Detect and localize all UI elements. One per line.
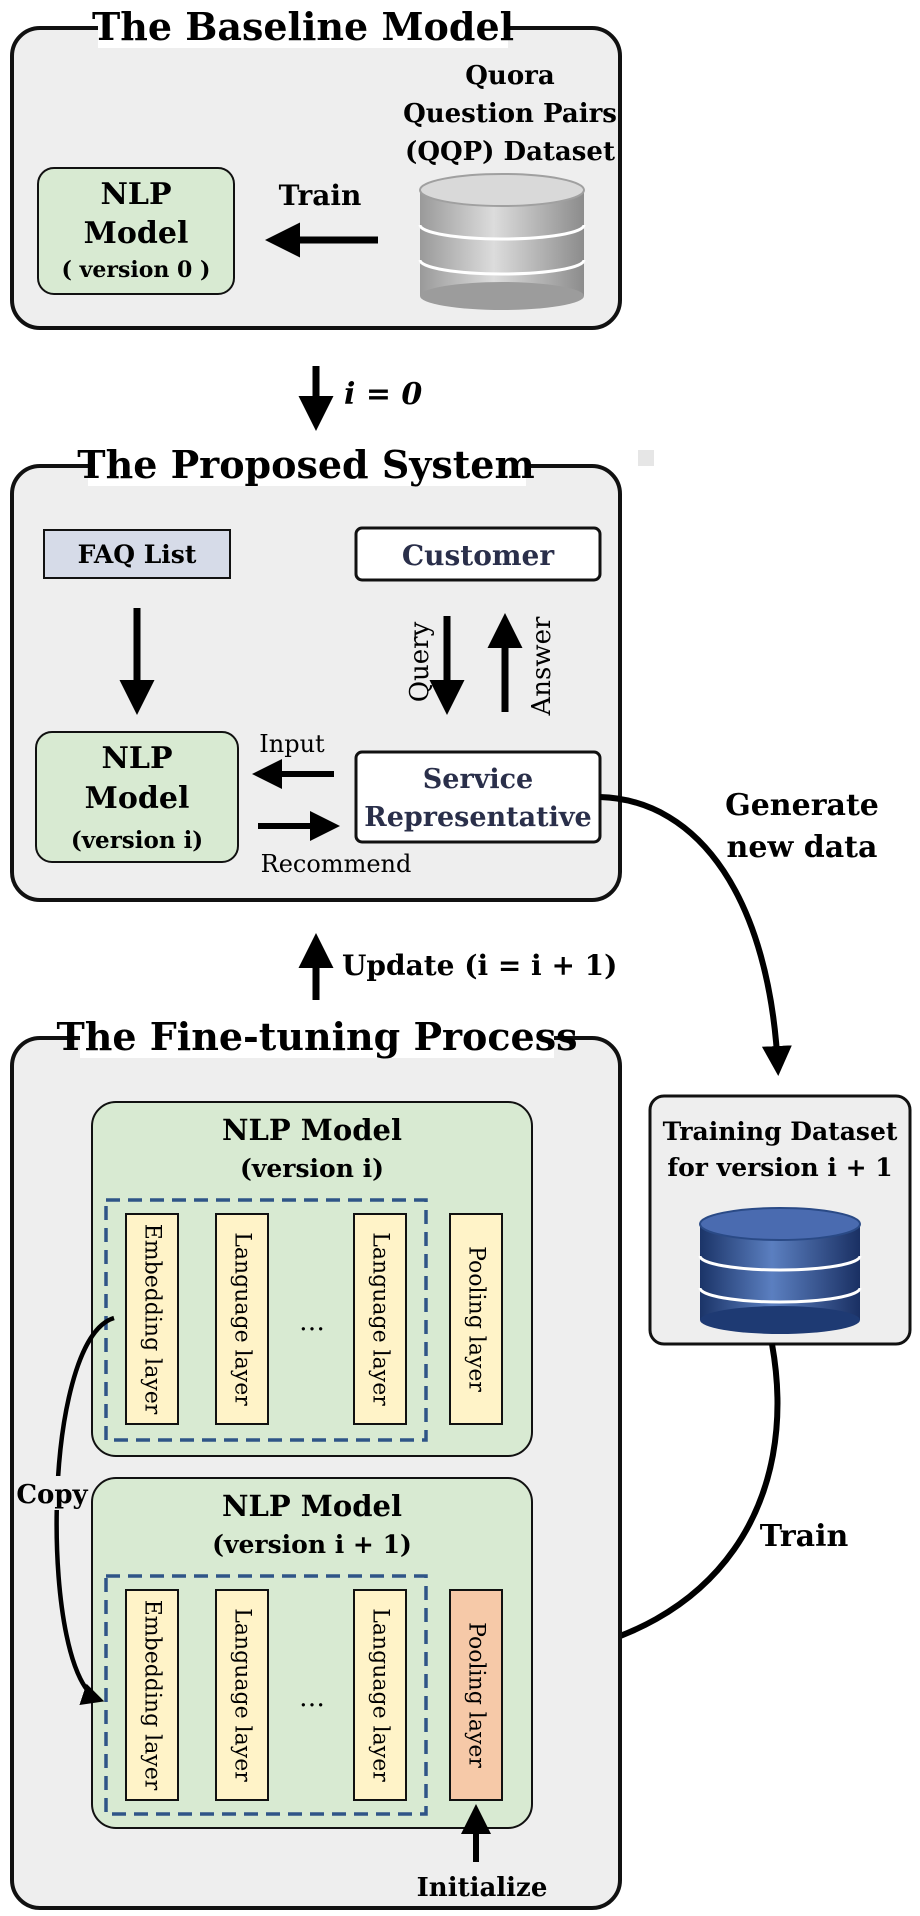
model-b-embedding-layer bbox=[125, 1589, 179, 1801]
qqp-database-icon bbox=[418, 173, 586, 310]
finetune-model-b bbox=[91, 1477, 533, 1829]
qqp-line2: Question Pairs bbox=[403, 99, 617, 129]
model-b-embedding-label: Embedding layer bbox=[140, 1600, 165, 1791]
answer-label: Answer bbox=[527, 616, 557, 717]
model-a-language-layer-2 bbox=[353, 1213, 407, 1425]
proposed-nlp-model-box bbox=[35, 731, 239, 863]
model-b-pooling-layer bbox=[449, 1589, 503, 1801]
init-arrow-label: i = 0 bbox=[344, 377, 422, 412]
copy-label-bg bbox=[16, 1476, 86, 1510]
finetune-model-a-version: (version i) bbox=[240, 1154, 384, 1183]
model-b-pooling-label: Pooling layer bbox=[464, 1622, 489, 1768]
decorative-square bbox=[638, 450, 654, 466]
finetune-model-a-title: NLP Model bbox=[222, 1113, 402, 1147]
baseline-model-line2: Model bbox=[84, 216, 189, 251]
baseline-train-label: Train bbox=[279, 179, 362, 212]
finetune-model-b-version: (version i + 1) bbox=[212, 1530, 412, 1559]
model-a-language-label-1: Language layer bbox=[230, 1232, 255, 1406]
model-a-pooling-label: Pooling layer bbox=[464, 1246, 489, 1392]
service-line1: Service bbox=[423, 764, 533, 795]
model-b-language-label-2: Language layer bbox=[368, 1608, 393, 1782]
model-a-embedding-layer bbox=[125, 1213, 179, 1425]
training-dataset-line2: for version i + 1 bbox=[667, 1153, 892, 1182]
qqp-line3: (QQP) Dataset bbox=[405, 137, 615, 167]
model-a-language-label-2: Language layer bbox=[368, 1232, 393, 1406]
model-b-language-layer-1 bbox=[215, 1589, 269, 1801]
train-label-right: Train bbox=[760, 1519, 849, 1554]
baseline-model-version: ( version 0 ) bbox=[62, 257, 211, 283]
service-line2: Representative bbox=[364, 802, 591, 833]
model-a-pooling-layer bbox=[449, 1213, 503, 1425]
finetune-model-a bbox=[91, 1101, 533, 1457]
finetune-model-b-title: NLP Model bbox=[222, 1489, 402, 1523]
model-b-language-layer-2 bbox=[353, 1589, 407, 1801]
finetune-model-b-copied-group bbox=[104, 1574, 428, 1816]
finetuning-title: The Fine-tuning Process bbox=[56, 1014, 577, 1059]
model-a-embedding-label: Embedding layer bbox=[140, 1224, 165, 1415]
model-a-ellipsis: … bbox=[299, 1307, 325, 1337]
faq-list-box bbox=[43, 529, 231, 579]
baseline-title: The Baseline Model bbox=[92, 4, 514, 49]
generate-label-line1: Generate bbox=[725, 788, 879, 823]
proposed-title: The Proposed System bbox=[77, 442, 534, 487]
model-a-language-layer-1 bbox=[215, 1213, 269, 1425]
generate-label-line2: new data bbox=[727, 830, 878, 865]
initialize-label: Initialize bbox=[417, 1873, 548, 1903]
proposed-model-line1: NLP bbox=[101, 741, 172, 776]
proposed-model-line2: Model bbox=[85, 781, 190, 816]
customer-box bbox=[354, 526, 602, 582]
baseline-nlp-model-box bbox=[37, 167, 235, 295]
model-b-language-label-1: Language layer bbox=[230, 1608, 255, 1782]
proposed-model-version: (version i) bbox=[71, 827, 203, 854]
recommend-label: Recommend bbox=[261, 850, 412, 878]
training-dataset-line1: Training Dataset bbox=[663, 1117, 898, 1146]
finetuning-title-bg bbox=[80, 1018, 554, 1058]
faq-list-label: FAQ List bbox=[78, 540, 197, 569]
model-b-ellipsis: … bbox=[299, 1683, 325, 1713]
baseline-title-bg bbox=[98, 8, 508, 48]
qqp-line1: Quora bbox=[465, 61, 555, 91]
customer-label: Customer bbox=[402, 539, 555, 572]
input-label: Input bbox=[259, 730, 325, 758]
copy-label: Copy bbox=[16, 1480, 88, 1510]
update-label: Update (i = i + 1) bbox=[342, 949, 617, 982]
training-database-icon bbox=[698, 1207, 862, 1334]
proposed-title-bg bbox=[88, 446, 526, 486]
query-label: Query bbox=[405, 621, 435, 702]
generate-data-arrow bbox=[599, 794, 792, 1076]
baseline-model-line1: NLP bbox=[100, 177, 171, 212]
